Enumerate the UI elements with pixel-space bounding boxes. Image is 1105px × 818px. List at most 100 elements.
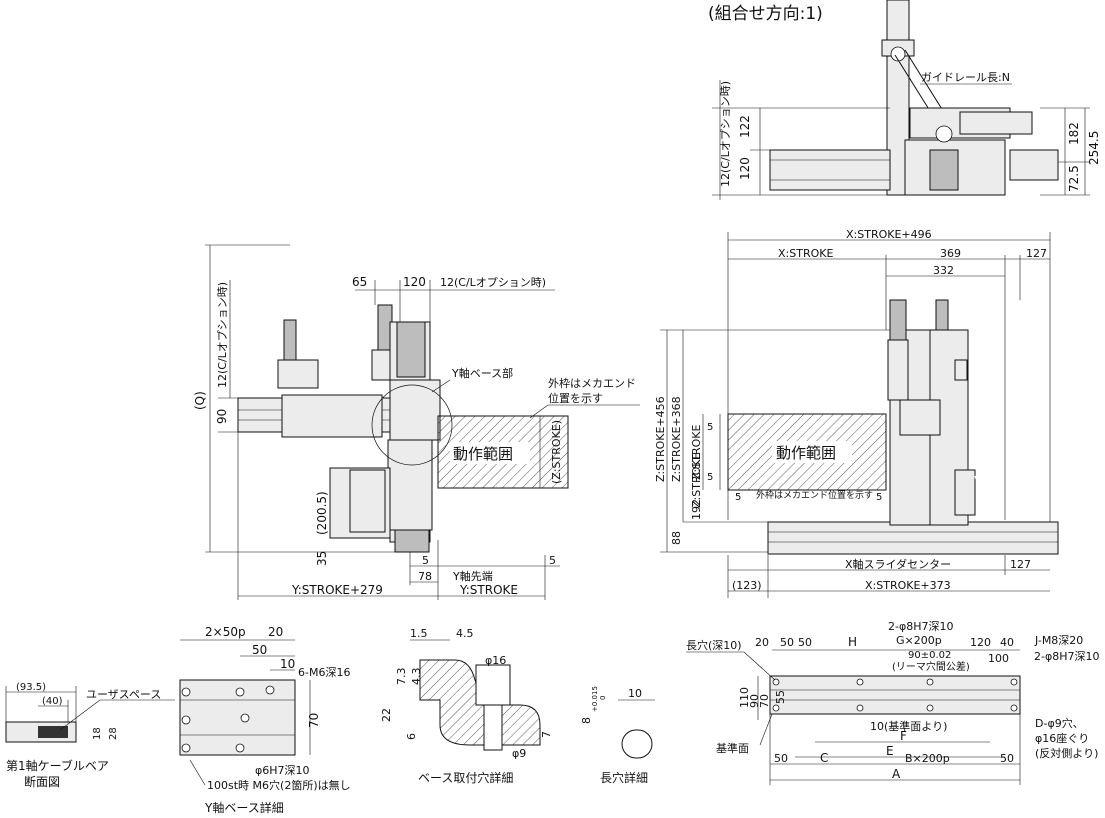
dim-bm-7: 7 — [540, 731, 553, 738]
cable-bear-title-2: 断面図 — [24, 774, 60, 789]
dim-bt-110: 110 — [738, 687, 751, 708]
dim-front-5b: 5 — [549, 554, 556, 567]
dim-front-200-5: (200.5) — [315, 491, 329, 535]
dim-cb-28: 28 — [108, 727, 119, 740]
dim-side-369: 369 — [940, 247, 961, 260]
cl-option-side-label: 12(C/Lオプション時) — [216, 282, 229, 388]
cl-option-front-label: 12(C/Lオプション時) — [440, 276, 546, 289]
st100-note: 100st時 M6穴(2箇所)は無し — [207, 778, 351, 792]
dim-cb-93-5: (93.5) — [16, 682, 46, 693]
base-top-detail: 110 90 70 55 長穴(深10) 基準面 20 50 50 H 2-φ8… — [686, 620, 1100, 785]
y-base-detail: 2×50p 20 50 10 6-M6深16 70 φ6H7深10 100st時… — [179, 625, 351, 815]
dim-side-88: 88 — [670, 531, 683, 545]
dim-side-z-stroke2: Z:STROKE — [690, 453, 703, 508]
dim-bt-e: E — [886, 744, 894, 758]
dim-bt-90-002: 90±0.02 — [908, 650, 951, 661]
j-m8-label: J-M8深20 — [1034, 634, 1083, 647]
dim-bt-120: 120 — [970, 636, 991, 649]
dim-bm-phi16: φ16 — [485, 654, 506, 667]
d-hole-note-2: φ16座ぐり — [1035, 731, 1089, 745]
g-2-phi8-b-label: 2-φ8H7深10 — [1034, 650, 1100, 663]
cable-bear-title-1: 第1軸ケーブルベア — [6, 758, 109, 773]
y-base-detail-title: Y軸ベース詳細 — [204, 800, 284, 815]
base-mount-detail: 1.5 4.5 7.3 4.3 φ16 22 6 φ9 7 ベース取付穴詳細 — [380, 627, 553, 785]
dim-bt-h: H — [848, 635, 857, 649]
dim-side-5d: 5 — [876, 492, 882, 503]
dim-bt-90: 90 — [748, 694, 761, 708]
dim-bt-f: F — [900, 729, 907, 743]
dim-bt-70: 70 — [758, 694, 771, 708]
slot-depth-label: 長穴(深10) — [686, 638, 742, 652]
dim-front-90: 90 — [215, 409, 229, 424]
dim-front-y-stroke-279: Y:STROKE+279 — [291, 583, 383, 597]
dim-side-192: 192 — [690, 499, 703, 520]
dim-side-5b: 5 — [707, 472, 713, 483]
g-2-phi8-a-label: 2-φ8H7深10 — [888, 620, 954, 633]
dim-cb-18: 18 — [92, 727, 103, 740]
motion-range-right-label: 動作範囲 — [776, 444, 836, 462]
dim-top-122: 122 — [738, 115, 752, 138]
dim-side-z-368: Z:STROKE+368 — [670, 396, 683, 482]
dim-bm-4-3: 4.3 — [410, 668, 423, 686]
dim-yb-50: 50 — [252, 643, 267, 657]
mech-end-note: 外枠はメカエンド位置を示す — [756, 489, 873, 501]
dim-sd-10: 10 — [628, 687, 642, 700]
motion-range-left-label: 動作範囲 — [453, 445, 513, 463]
dim-front-65: 65 — [352, 275, 367, 289]
dim-side-5a: 5 — [707, 422, 713, 433]
dim-top-120: 120 — [738, 157, 752, 180]
dim-bm-6: 6 — [405, 733, 418, 740]
dim-yb-10: 10 — [280, 657, 295, 671]
side-view: 動作範囲 外枠はメカエンド位置を示す X:STROKE+496 X:STROKE… — [654, 228, 1059, 598]
dim-side-127a: 127 — [1026, 247, 1047, 260]
dim-front-q: (Q) — [193, 391, 207, 410]
dim-side-123: (123) — [732, 579, 762, 592]
dim-bt-50d: 50 — [1000, 752, 1014, 765]
z-stroke-bracket-label: (Z:STROKE) — [550, 420, 563, 484]
dim-bt-55: 55 — [774, 690, 787, 704]
dim-top-182: 182 — [1067, 122, 1081, 145]
assembly-direction-title: (組合せ方向:1) — [708, 4, 823, 24]
cable-bear-section: (93.5) (40) ユーザスペース 18 28 第1軸ケーブルベア 断面図 — [5, 682, 175, 789]
slot-detail-title: 長穴詳細 — [600, 770, 648, 785]
dim-bm-4-5: 4.5 — [456, 627, 474, 640]
dim-yb-20: 20 — [268, 625, 283, 639]
dim-front-5a: 5 — [422, 554, 429, 567]
base-mount-detail-title: ベース取付穴詳細 — [418, 770, 513, 785]
dim-bm-1-5: 1.5 — [410, 627, 428, 640]
dim-yb-70: 70 — [307, 713, 321, 728]
d-hole-note-3: (反対側より) — [1035, 746, 1098, 760]
dim-side-127b: 127 — [1010, 558, 1031, 571]
dim-bt-c: C — [820, 751, 828, 765]
dim-front-35: 35 — [315, 551, 329, 566]
dim-bt-50c: 50 — [774, 752, 788, 765]
dim-bm-phi9: φ9 — [512, 747, 526, 760]
dim-top-254-5: 254.5 — [1087, 131, 1101, 165]
ref-surface-label: 基準面 — [716, 741, 749, 755]
two-x-50p-label: 2×50p — [205, 625, 246, 639]
dim-sd-tol: +0.015 — [591, 686, 599, 712]
slot-detail: 10 8 +0.015 0 長穴詳細 — [580, 686, 655, 785]
dim-front-y-stroke: Y:STROKE — [459, 583, 518, 597]
x-slider-center-label: X軸スライダセンター — [845, 557, 951, 571]
user-space-label: ユーザスペース — [86, 688, 161, 701]
dim-front-78: 78 — [418, 570, 432, 583]
cl-option-vertical-top: 12(C/Lオプション時) — [719, 81, 732, 187]
front-view: 動作範囲 (Z:STROKE) Y軸ベース部 外枠はメカエンド 位置を示す 65… — [193, 241, 640, 600]
d-hole-note-1: D-φ9穴、 — [1035, 716, 1084, 730]
dim-bm-22: 22 — [380, 708, 393, 722]
dim-bt-50a: 50 — [780, 636, 794, 649]
from-ref-surface-label: 10(基準面より) — [870, 719, 947, 733]
dim-bm-7-3: 7.3 — [395, 668, 408, 686]
dim-bt-20: 20 — [755, 636, 769, 649]
outer-frame-note-2: 位置を示す — [548, 391, 603, 405]
dim-bt-a: A — [892, 767, 901, 781]
m6-16-label: 6-M6深16 — [298, 666, 350, 679]
outer-frame-note-1: 外枠はメカエンド — [548, 376, 636, 390]
g-x-200p-label: G×200p — [896, 634, 942, 647]
y-tip-label: Y軸先端 — [452, 569, 493, 583]
dim-side-332: 332 — [933, 264, 954, 277]
b-x-200p-label: B×200p — [905, 752, 950, 765]
dim-side-z-456: Z:STROKE+456 — [654, 396, 667, 482]
dim-cb-40: (40) — [42, 696, 63, 707]
